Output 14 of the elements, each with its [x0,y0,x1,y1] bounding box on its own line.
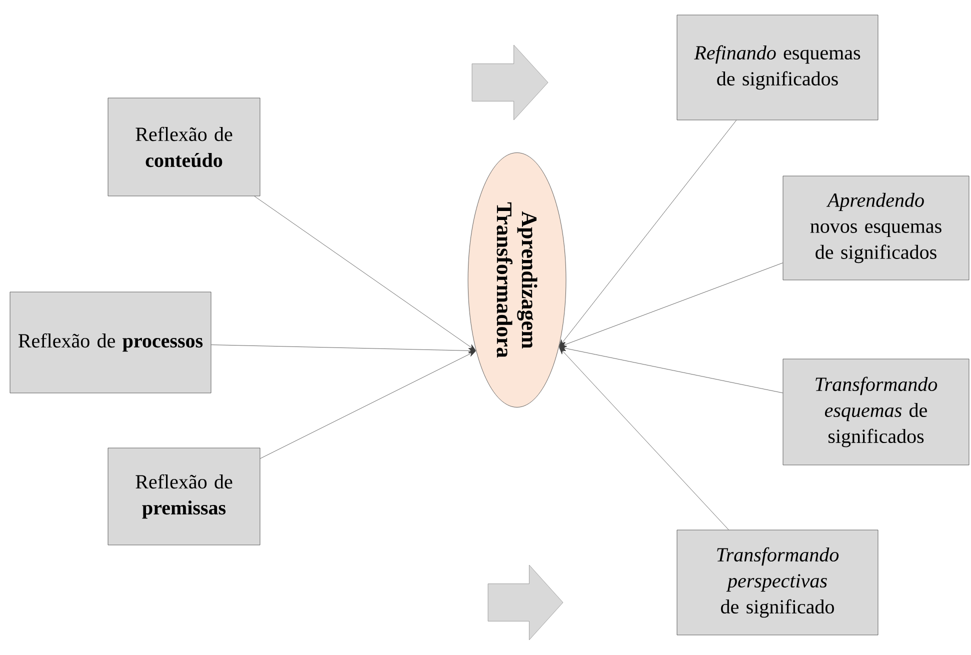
arrow [260,350,476,459]
arrow [211,344,476,354]
text-box: Refinando esquemas de significados [676,14,878,120]
text-box: Transformando perspectivas de significado [676,530,878,636]
text-box: Reflexão de processos [10,292,212,394]
arrow [559,346,783,394]
text-box: Aprendendo novos esquemas de significados [782,176,970,280]
arrow [254,196,476,351]
arrow [559,262,783,347]
arrow [559,347,729,530]
text-box: Transformando esquemas de significados [782,358,970,466]
arrow [559,120,737,347]
text-box: Reflexão de conteúdo [108,98,260,196]
text-box: Reflexão de premissas [108,448,260,546]
